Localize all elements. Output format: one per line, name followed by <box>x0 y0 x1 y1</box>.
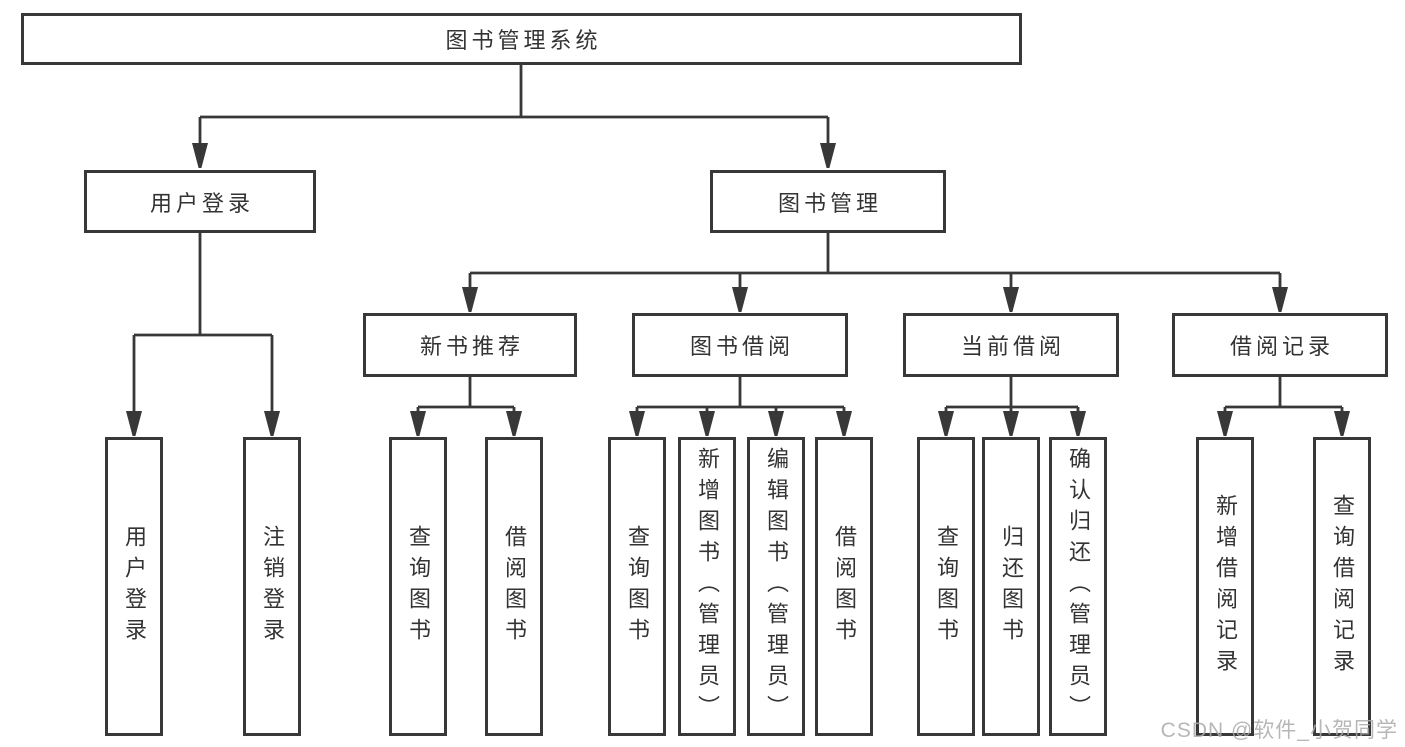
node-current-borrowing: 当前借阅 <box>903 313 1119 377</box>
node-library-management-system: 图书管理系统 <box>21 13 1022 65</box>
leaf-query-books-recommend-label: 查询图书 <box>406 524 431 649</box>
leaf-query-borrow-record-label: 查询借阅记录 <box>1330 493 1355 680</box>
leaf-borrow-books-label: 借阅图书 <box>832 524 857 649</box>
leaf-add-borrow-record-label: 新增借阅记录 <box>1213 493 1238 680</box>
leaf-query-borrow-record: 查询借阅记录 <box>1313 437 1371 736</box>
leaf-borrow-books-recommend: 借阅图书 <box>485 437 543 736</box>
leaf-user-login: 用户登录 <box>105 437 163 736</box>
leaf-query-books-borrowing-label: 查询图书 <box>625 524 650 649</box>
node-user-login-branch: 用户登录 <box>84 170 316 233</box>
leaf-return-books-label: 归还图书 <box>999 524 1024 649</box>
leaf-add-borrow-record: 新增借阅记录 <box>1196 437 1254 736</box>
leaf-edit-books-admin-label: 编辑图书（管理员） <box>764 447 789 726</box>
leaf-query-books-current-label: 查询图书 <box>934 524 959 649</box>
leaf-query-books-borrowing: 查询图书 <box>608 437 666 736</box>
leaf-query-books-current: 查询图书 <box>917 437 975 736</box>
leaf-return-books: 归还图书 <box>982 437 1040 736</box>
leaf-confirm-return-admin: 确认归还（管理员） <box>1049 437 1107 736</box>
node-borrowing-records: 借阅记录 <box>1172 313 1388 377</box>
node-new-book-recommendation: 新书推荐 <box>363 313 577 377</box>
leaf-logout: 注销登录 <box>243 437 301 736</box>
leaf-user-login-label: 用户登录 <box>122 524 147 649</box>
node-book-borrowing: 图书借阅 <box>632 313 848 377</box>
leaf-borrow-books-recommend-label: 借阅图书 <box>502 524 527 649</box>
leaf-add-books-admin: 新增图书（管理员） <box>678 437 736 736</box>
leaf-edit-books-admin: 编辑图书（管理员） <box>747 437 805 736</box>
leaf-confirm-return-admin-label: 确认归还（管理员） <box>1066 447 1091 726</box>
leaf-query-books-recommend: 查询图书 <box>389 437 447 736</box>
leaf-add-books-admin-label: 新增图书（管理员） <box>695 447 720 726</box>
leaf-logout-label: 注销登录 <box>260 524 285 649</box>
leaf-borrow-books: 借阅图书 <box>815 437 873 736</box>
node-book-management-branch: 图书管理 <box>710 170 946 233</box>
